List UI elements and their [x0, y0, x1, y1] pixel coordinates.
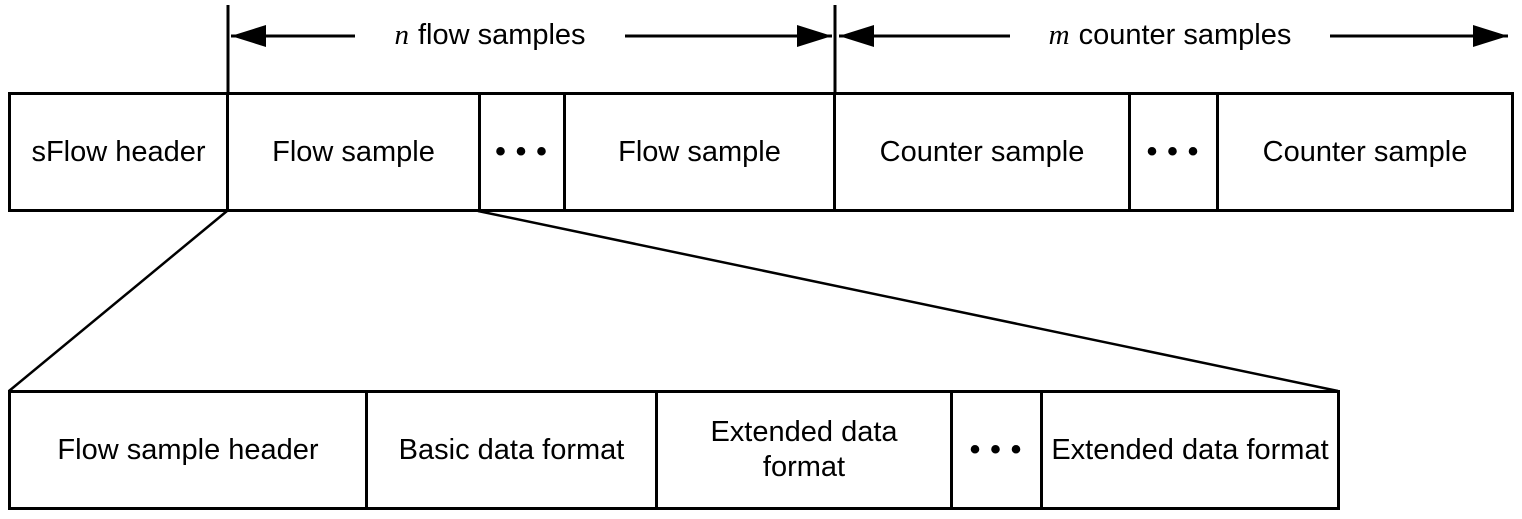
cell-basic-data-format: Basic data format — [368, 393, 658, 507]
cell-counter-sample-m: Counter sample — [1219, 95, 1511, 209]
flow-span-right-arrowhead — [797, 25, 832, 47]
counter-count-variable: m — [1048, 19, 1070, 51]
cell-counter-sample-1: Counter sample — [836, 95, 1131, 209]
counter-span-right-arrowhead — [1473, 25, 1508, 47]
cell-flow-sample-1: Flow sample — [229, 95, 481, 209]
flow-samples-ellipsis: ••• — [481, 95, 566, 209]
cell-extended-data-format-n: Extended data format — [1043, 393, 1337, 507]
expansion-line-right — [477, 209, 1339, 393]
flow-count-variable: n — [394, 19, 409, 51]
cell-extended-data-format-1: Extended data format — [658, 393, 953, 507]
flow-span-text: flow samples — [417, 19, 586, 51]
cell-flow-sample-n: Flow sample — [566, 95, 836, 209]
cell-flow-sample-header: Flow sample header — [11, 393, 368, 507]
expansion-line-left — [8, 210, 228, 392]
cell-sflow-header: sFlow header — [11, 95, 229, 209]
extended-data-ellipsis: ••• — [953, 393, 1043, 507]
counter-samples-ellipsis: ••• — [1131, 95, 1219, 209]
sflow-datagram-row: sFlow header Flow sample ••• Flow sample… — [8, 92, 1514, 212]
flow-sample-detail-row: Flow sample header Basic data format Ext… — [8, 390, 1340, 510]
flow-span-left-arrowhead — [231, 25, 266, 47]
counter-span-text: counter samples — [1078, 19, 1292, 51]
counter-span-left-arrowhead — [839, 25, 874, 47]
